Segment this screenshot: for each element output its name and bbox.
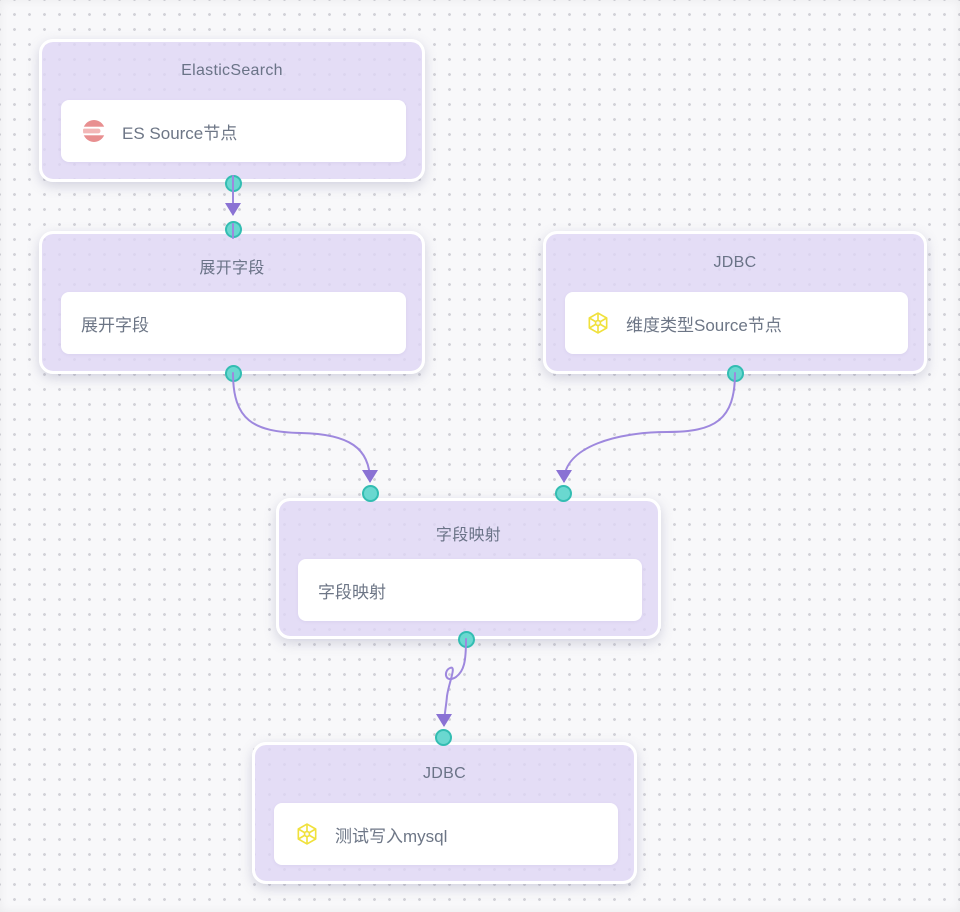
flow-node-field-mapping[interactable]: 字段映射 字段映射: [276, 498, 661, 639]
node-card[interactable]: 展开字段: [61, 292, 406, 354]
node-title: 字段映射: [435, 527, 502, 544]
node-title: JDBC: [713, 254, 757, 271]
node-label: 展开字段: [81, 315, 149, 335]
node-card[interactable]: 维度类型Source节点: [565, 292, 908, 354]
connection-port[interactable]: [554, 484, 572, 502]
flow-edge[interactable]: [556, 372, 736, 483]
node-title: JDBC: [423, 765, 466, 782]
node-label: ES Source节点: [122, 123, 238, 143]
flow-edge[interactable]: [232, 372, 378, 483]
jdbc-cube-icon: [294, 821, 320, 847]
flow-node-expand-fields[interactable]: 展开字段 展开字段: [39, 231, 425, 374]
connection-port[interactable]: [434, 728, 452, 746]
connection-port[interactable]: [457, 630, 475, 648]
flow-node-elasticsearch-source[interactable]: ElasticSearch ES Source节点: [39, 39, 425, 182]
node-card[interactable]: 字段映射: [298, 559, 642, 621]
connection-port[interactable]: [224, 364, 242, 382]
node-card[interactable]: ES Source节点: [61, 100, 406, 162]
connection-port[interactable]: [726, 364, 744, 382]
elasticsearch-icon: [81, 118, 107, 144]
node-title: ElasticSearch: [181, 62, 283, 79]
jdbc-cube-icon: [585, 310, 611, 336]
connection-port[interactable]: [361, 484, 379, 502]
node-card[interactable]: 测试写入mysql: [274, 803, 618, 865]
node-label: 测试写入mysql: [335, 826, 448, 846]
connection-port[interactable]: [224, 220, 242, 238]
flow-node-jdbc-dimension-source[interactable]: JDBC 维度类型Source节点: [543, 231, 927, 374]
connection-port[interactable]: [224, 174, 242, 192]
node-label: 维度类型Source节点: [626, 315, 782, 335]
node-label: 字段映射: [318, 582, 386, 602]
node-title: 展开字段: [199, 260, 265, 277]
flow-edge[interactable]: [436, 638, 467, 727]
flow-node-jdbc-mysql-sink[interactable]: JDBC 测试写入mysql: [252, 742, 637, 884]
